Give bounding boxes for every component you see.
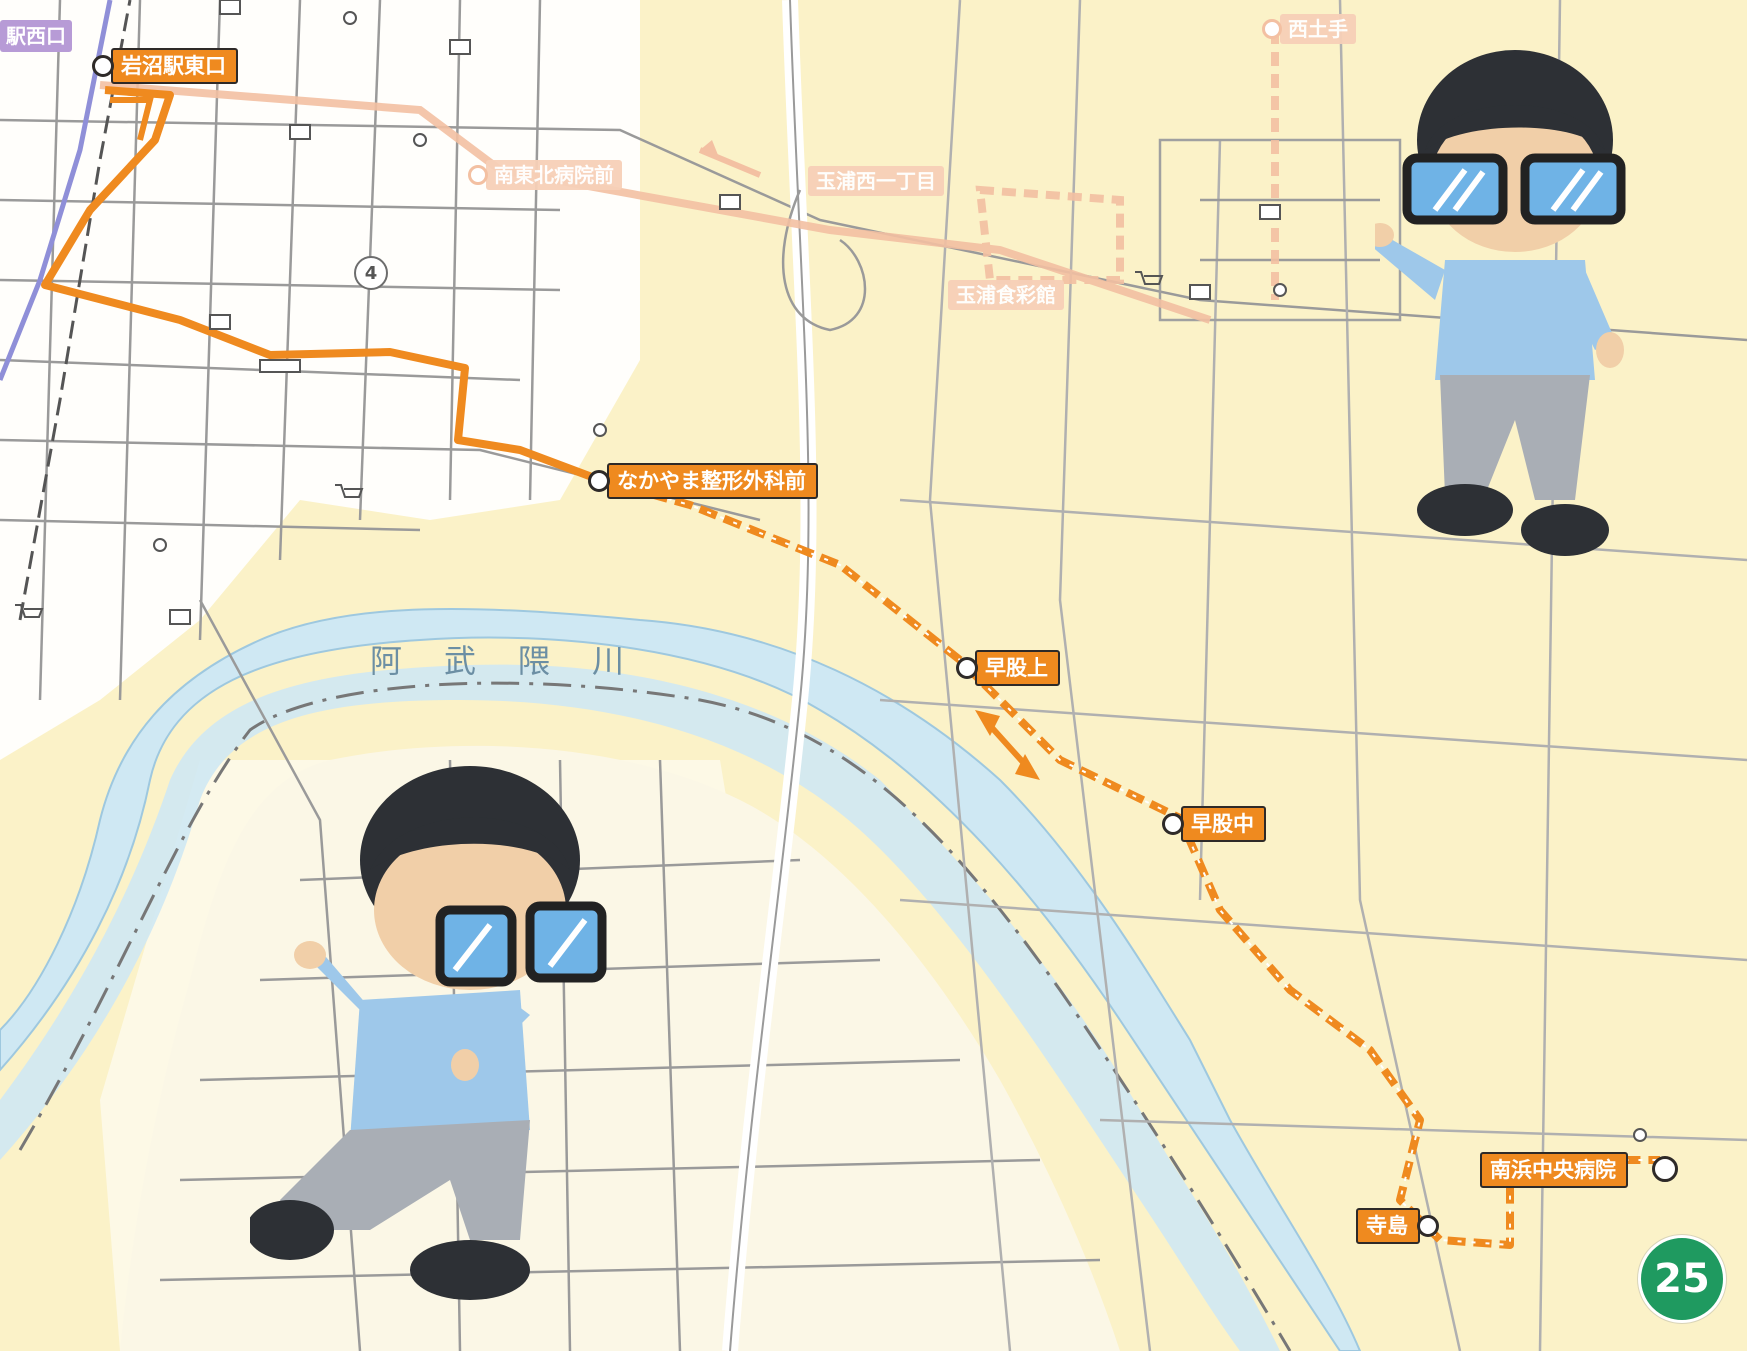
ghost-stop-label: 南東北病院前 [486, 160, 622, 190]
stop-label: 寺島 [1356, 1208, 1420, 1244]
purple-stop-label: 駅西口 [0, 20, 72, 52]
mascot-arm-right [460, 1000, 530, 1070]
hospital-icon [153, 538, 167, 552]
bus-route-dash-center [599, 479, 1660, 1247]
convenience-store-icon [719, 194, 741, 210]
stop-terajima[interactable]: 寺島 [1356, 1208, 1439, 1244]
ghost-stop-label: 西土手 [1280, 14, 1356, 44]
ghost-stop-tamaura-nishi[interactable]: 玉浦西一丁目 [808, 166, 944, 196]
ghost-stop-dot [468, 165, 488, 185]
stop-dot [588, 470, 610, 492]
mascot-hand [1375, 223, 1394, 247]
mascot-shirt [350, 990, 530, 1140]
mascot-glasses-shine [1432, 168, 1604, 212]
loop-near-station [110, 97, 154, 141]
shopping-cart-icon [15, 604, 44, 618]
other-bus-route [99, 30, 1279, 324]
bus-route-solid [41, 86, 602, 484]
stop-label: 早股上 [975, 650, 1060, 686]
page-number-badge: 25 [1638, 1235, 1726, 1323]
ghost-stop-label: 玉浦食彩館 [948, 280, 1064, 310]
stop-label: 岩沼駅東口 [111, 48, 238, 84]
convenience-store-icon [169, 609, 191, 625]
stop-dot [1162, 813, 1184, 835]
poi-icons [153, 0, 1647, 1142]
post-office-icon [593, 423, 607, 437]
mascot-shoe [250, 1200, 334, 1260]
mascot-figure-right [1375, 50, 1626, 556]
mascot-hand [451, 1049, 479, 1081]
mascot-hair-fringe [1425, 105, 1605, 150]
stop-hayamata-kami[interactable]: 早股上 [956, 650, 1060, 686]
stop-hayamata-naka[interactable]: 早股中 [1162, 806, 1266, 842]
mascot-arm-left [1375, 230, 1445, 300]
mascot-glasses-shine [452, 918, 588, 972]
ghost-stop-label: 玉浦西一丁目 [808, 166, 944, 196]
route-number-shield: 4 [354, 256, 388, 290]
ghost-stop-minami-tohoku[interactable]: 南東北病院前 [468, 160, 622, 190]
stop-minamihama-dot[interactable] [1652, 1156, 1678, 1182]
mascot-pants [280, 1120, 530, 1240]
convenience-store-icon [289, 124, 311, 140]
purple-line [0, 0, 113, 381]
mascot-shoe [410, 1240, 530, 1300]
mascot-shoe [1417, 484, 1513, 536]
stop-label: 早股中 [1181, 806, 1266, 842]
mascot-glasses-right [1520, 153, 1626, 225]
mascot-hand [1596, 332, 1624, 368]
mascot-figure-left [250, 766, 607, 1300]
ghost-stop-tamaura-shokusai[interactable]: 玉浦食彩館 [948, 280, 1064, 310]
convenience-store-icon [1189, 284, 1211, 300]
abukuma-river [0, 608, 1362, 1351]
stop-minamihama[interactable]: 南浜中央病院 [1480, 1152, 1628, 1188]
convenience-store-icon [449, 39, 471, 55]
school-icon [259, 359, 301, 373]
mascot-arm-left [310, 950, 380, 1020]
stop-iwanuma-east[interactable]: 岩沼駅東口 [92, 48, 238, 84]
hospital-icon [1633, 1128, 1647, 1142]
river-bank [0, 664, 1280, 1351]
post-office-icon [343, 11, 357, 25]
hospital-icon [1273, 283, 1287, 297]
stop-dot [1417, 1215, 1439, 1237]
stop-dot [1652, 1156, 1678, 1182]
arrow-head-up [975, 710, 1000, 736]
urban-area-northwest [0, 0, 640, 760]
shopping-cart-icon [1135, 271, 1164, 285]
stop-label: 南浜中央病院 [1480, 1152, 1628, 1188]
mascot-shoe [1521, 504, 1609, 556]
purple-stop[interactable]: 駅西口 [0, 20, 72, 52]
convenience-store-icon [1259, 204, 1281, 220]
convenience-store-icon [219, 0, 241, 15]
mascot-pants [1440, 375, 1590, 500]
shopping-cart-icon [335, 484, 364, 498]
interchange [781, 189, 867, 332]
municipal-boundary [18, 681, 1292, 1351]
ghost-stop-nishijute[interactable]: 西土手 [1262, 14, 1356, 44]
convenience-store-icon [209, 314, 231, 330]
ghost-stop-dot [1262, 19, 1282, 39]
stop-nakayama[interactable]: なかやま整形外科前 [588, 463, 818, 499]
stop-dot [956, 657, 978, 679]
river-name: 阿武隈川 [370, 642, 667, 680]
shopping-cart-icons [15, 271, 1164, 618]
mascot-arm-right [1570, 270, 1615, 350]
expressway-edge [729, 0, 810, 1351]
mascot-hair-fringe [370, 817, 570, 870]
stop-dot [92, 55, 114, 77]
mascot-hand [294, 941, 326, 969]
arrow-head-down [1015, 754, 1040, 780]
mascot-shirt [1435, 260, 1595, 380]
post-office-icon [413, 133, 427, 147]
ghost-arrow-head [700, 140, 720, 160]
stop-label: なかやま整形外科前 [607, 463, 818, 499]
mascot-glasses-left [1402, 153, 1508, 225]
